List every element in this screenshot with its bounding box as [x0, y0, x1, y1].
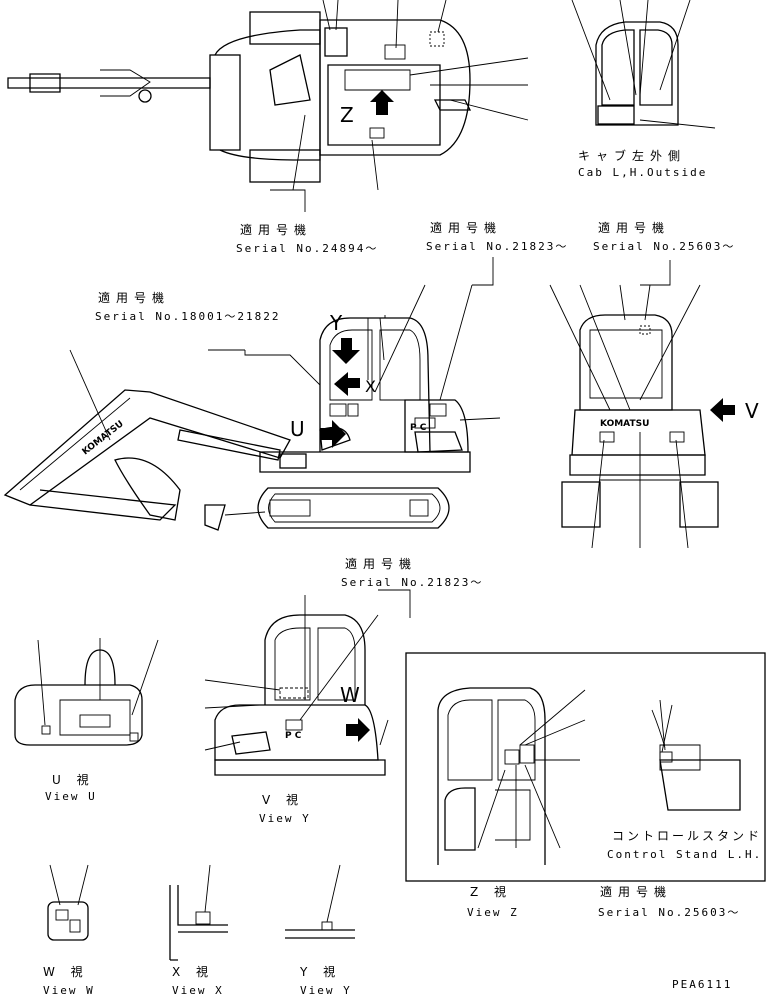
- top-plan-view: Z: [7, 0, 529, 212]
- view-y-drawing: Y 視 View Y: [285, 864, 355, 994]
- view-letter-z: Z: [340, 103, 354, 127]
- serial-label-lower-jp: 適用号機: [345, 556, 417, 571]
- view-z-label-jp: Z 視: [470, 884, 512, 899]
- serial-label-left-jp: 適用号機: [98, 290, 170, 305]
- serial-label-mid2-en: Serial No.25603～: [593, 240, 735, 253]
- serial-label-left-en: Serial No.18001～21822: [95, 310, 280, 323]
- view-letter-x: X: [365, 377, 376, 396]
- serial-label-mid2-jp: 適用号機: [598, 220, 670, 235]
- view-w-label-jp: W 視: [43, 964, 89, 979]
- view-u-label-en: View U: [45, 790, 97, 803]
- view-z-label-en: View Z: [467, 906, 519, 919]
- side-pc-mark: P C: [410, 423, 427, 433]
- serial-label-bottom-en: Serial No.25603～: [598, 906, 740, 919]
- control-stand-label-en: Control Stand L.H.: [607, 848, 762, 861]
- view-v-label-en: View Y: [259, 812, 311, 825]
- side-view-excavator: KOMATSU P C Y X U: [3, 257, 671, 531]
- view-letter-u: U: [290, 417, 305, 441]
- view-w-label-en: View W: [43, 984, 95, 994]
- view-y-label-jp: Y 視: [299, 964, 341, 979]
- view-letter-v: V: [745, 399, 759, 423]
- cab-outside-label-en: Cab L,H.Outside: [578, 166, 707, 179]
- view-u-label-jp: U 視: [52, 772, 95, 787]
- view-u-drawing: U 視 View U: [14, 638, 159, 803]
- cab-outside-view: キャブ左外側 Cab L,H.Outside: [571, 0, 716, 179]
- serial-label-mid1-jp: 適用号機: [430, 220, 502, 235]
- rear-brand-text: KOMATSU: [600, 419, 649, 429]
- drawing-code: PEA6111: [672, 978, 732, 991]
- serial-label-mid1-en: Serial No.21823～: [426, 240, 568, 253]
- cab-outside-label-jp: キャブ左外側: [578, 148, 686, 163]
- serial-label-lower-en: Serial No.21823～: [341, 576, 483, 589]
- view-x-label-jp: X 視: [172, 964, 214, 979]
- view-letter-y: Y: [329, 311, 343, 335]
- view-x-drawing: X 視 View X: [169, 864, 228, 994]
- view-y-label-en: View Y: [300, 984, 352, 994]
- view-v-label-jp: V 視: [262, 792, 304, 807]
- view-w-drawing: W 視 View W: [43, 864, 95, 994]
- view-x-label-en: View X: [172, 984, 224, 994]
- view-v-pc-mark: P C: [285, 731, 302, 741]
- serial-label-top-jp: 適用号機: [240, 222, 312, 237]
- view-z-drawing: コントロールスタンド 左 Control Stand L.H. Z 視 View…: [405, 652, 766, 919]
- view-letter-w: W: [340, 683, 360, 707]
- serial-label-bottom-jp: 適用号機: [600, 884, 672, 899]
- serial-label-top-en: Serial No.24894～: [236, 242, 378, 255]
- view-v-drawing: P C W V 視 View Y: [204, 589, 411, 825]
- control-stand-label-jp: コントロールスタンド 左: [612, 828, 766, 843]
- rear-view-excavator: KOMATSU V: [549, 284, 759, 549]
